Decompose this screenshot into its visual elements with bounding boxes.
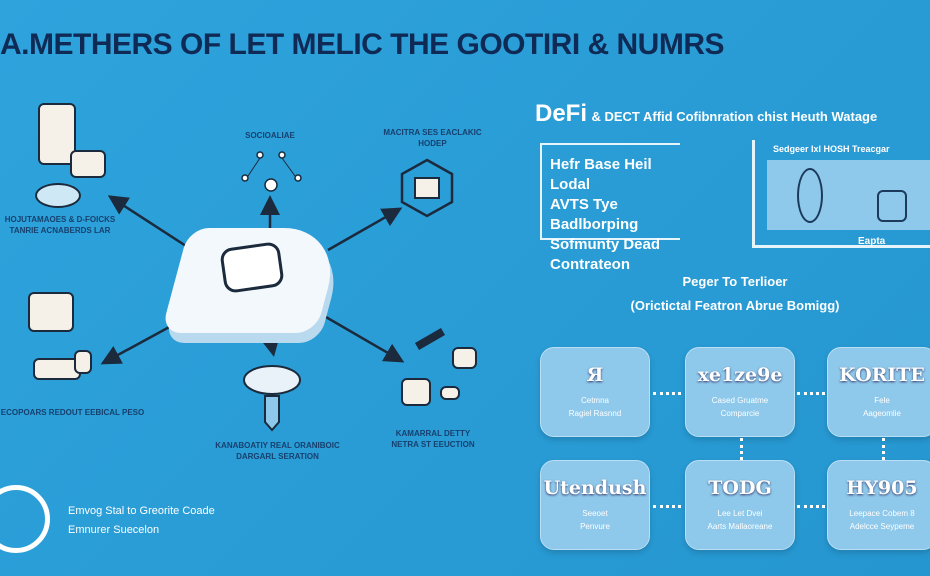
server-tower-icon <box>38 103 76 165</box>
box-title: Utendush <box>543 477 647 499</box>
chart-panel-title: Sedgeer Ixl HOSH Treacgar <box>773 144 890 154</box>
box-title: TODG <box>708 477 772 499</box>
person-icon <box>877 190 907 222</box>
footer-line1: Emvog Stal to Greorite Coade <box>68 505 215 517</box>
node-label: Macitra ses eaclakic hodep <box>383 128 482 148</box>
box-text: Cetmna <box>580 396 609 405</box>
subheading: Peger To Terlioer <box>682 274 788 289</box>
node-label: Kamarral detty netra st eeuction <box>391 429 475 449</box>
box-title: Я <box>586 364 604 386</box>
heading-text: & DECT Affid Cofibnration chist Heuth Wa… <box>591 109 878 124</box>
box-text: Adelcce Seypeme <box>849 522 915 531</box>
info-box: Hefr Base Heil Lodal AVTS Tye Badlborpin… <box>540 143 680 273</box>
network-nodes-icon <box>241 151 302 192</box>
box-text: Ragiel Rasnnd <box>568 409 622 418</box>
subheading-2: (Orictictal Featron Abrue Bomigg) <box>630 298 840 313</box>
info-line: Contrateon <box>550 256 630 273</box>
dotted-connector <box>740 438 743 460</box>
cube-icon <box>452 347 477 369</box>
info-line: Hefr Base Heil Lodal <box>550 156 652 193</box>
card-icon <box>440 386 460 400</box>
monitor-icon <box>70 150 106 178</box>
chart-image <box>767 160 930 230</box>
node-label: Socioaliae <box>245 131 295 140</box>
box-title: HY905 <box>846 477 918 499</box>
cube-icon <box>401 378 431 406</box>
hexagon-package-icon <box>400 158 454 218</box>
box-text: Aageomlie <box>863 409 901 418</box>
chart-panel: Sedgeer Ixl HOSH Treacgar <box>752 140 930 248</box>
dotted-connector <box>797 505 825 508</box>
node-label: Hojutamaoes & d-foicks tanrie acnaberds … <box>4 215 116 235</box>
box-text: Comparcie <box>720 409 760 418</box>
right-heading: DeFi & DECT Affid Cofibnration chist Heu… <box>535 100 877 128</box>
hand-robot-icon <box>243 365 301 432</box>
node-label: Kanaboatiy real oraniboic dargarl serati… <box>215 441 340 461</box>
box-title: KORITE <box>839 364 925 386</box>
box-text: Lee Let Dvei <box>717 509 763 518</box>
logo-circle-icon <box>0 485 50 553</box>
page-title: A.METHERS OF LET MELIC THE GOOTIRI & NUM… <box>0 28 725 61</box>
box-text: Aarts Mallaoreane <box>707 522 773 531</box>
box-text: Fele <box>874 396 890 405</box>
footer-line2: Emnurer Suecelon <box>68 524 160 536</box>
info-line: AVTS Tye Badlborping <box>550 196 639 233</box>
figure-icon <box>797 168 823 223</box>
box-title: xe1ze9e <box>697 364 783 386</box>
dotted-connector <box>797 392 825 395</box>
node-label: Ecopoars redout eebical peso <box>0 408 145 417</box>
box-text: Seeoet <box>582 509 608 518</box>
hexagon-chip-icon <box>219 241 285 294</box>
tablet-icon <box>28 292 74 332</box>
cloud-eye-icon <box>35 183 81 208</box>
phone-icon <box>74 350 92 374</box>
dotted-connector <box>653 392 681 395</box>
box-text: Leepace Cobem 8 <box>849 509 915 518</box>
brand-text: DeFi <box>535 100 588 127</box>
box-text: Penvure <box>580 522 610 531</box>
chart-legend: Eapta <box>858 236 886 247</box>
dotted-connector <box>653 505 681 508</box>
dotted-connector <box>882 438 885 460</box>
info-line: Sofmunty Dead <box>550 236 661 253</box>
box-text: Cased Gruatme <box>711 396 769 405</box>
